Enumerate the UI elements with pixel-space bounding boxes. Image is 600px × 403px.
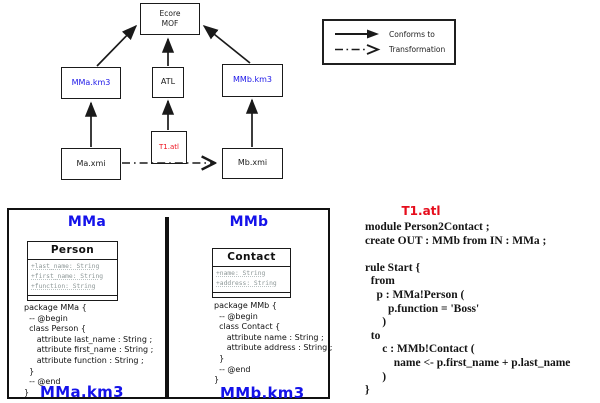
class-operations-empty (28, 294, 117, 300)
class-name-contact: Contact (213, 249, 290, 267)
km3-code-mma: package MMa { -- @begin class Person { a… (24, 303, 154, 397)
panel-divider (165, 217, 169, 397)
legend-label-transformation: Transformation (389, 45, 446, 54)
file-label-mma-km3: MMa.km3 (40, 383, 124, 401)
atl-listing-title: T1.atl (401, 204, 441, 218)
file-label-mmb-km3: MMb.km3 (220, 384, 305, 402)
node-ma-xmi: Ma.xmi (61, 148, 121, 180)
class-attributes-contact: +name: String +address: String (213, 267, 290, 292)
transformation-arrow-icon (335, 44, 381, 55)
node-mma-km3: MMa.km3 (61, 67, 121, 99)
legend-label-conforms-to: Conforms to (389, 29, 435, 39)
arrow-mmbkm3-to-ecore (202, 25, 251, 64)
class-operations-empty (213, 291, 290, 297)
attribute-row: +first_name: String (31, 272, 104, 280)
attribute-row: +function: String (31, 282, 96, 290)
conforms-to-arrow-icon (335, 29, 379, 39)
class-attributes-person: +last_name: String +first_name: String +… (28, 260, 117, 295)
attribute-row: +name: String (216, 269, 266, 277)
legend: Conforms to Transformation (322, 19, 456, 65)
attribute-row: +address: String (216, 279, 277, 287)
attribute-row: +last_name: String (31, 262, 100, 270)
legend-row-conforms-to: Conforms to (333, 29, 454, 39)
legend-row-transformation: Transformation (333, 44, 454, 55)
metamodel-panel: MMa MMb Person +last_name: String +first… (7, 208, 333, 402)
node-mmb-km3: MMb.km3 (222, 64, 283, 97)
class-box-contact: Contact +name: String +address: String (212, 248, 291, 298)
panel-title-mmb: MMb (229, 214, 269, 230)
km3-code-mmb: package MMb { -- @begin class Contact { … (214, 301, 333, 385)
node-ecore-mof: Ecore MOF (140, 3, 200, 35)
node-atl: ATL (152, 67, 184, 98)
class-name-person: Person (28, 242, 117, 260)
node-mb-xmi: Mb.xmi (222, 148, 283, 179)
class-box-person: Person +last_name: String +first_name: S… (27, 241, 118, 301)
panel-title-mma: MMa (67, 214, 107, 230)
atl-code-listing: module Person2Contact ; create OUT : MMb… (365, 221, 571, 397)
arrow-mmakm3-to-ecore (96, 24, 138, 67)
node-t1-atl: T1.atl (151, 131, 187, 164)
